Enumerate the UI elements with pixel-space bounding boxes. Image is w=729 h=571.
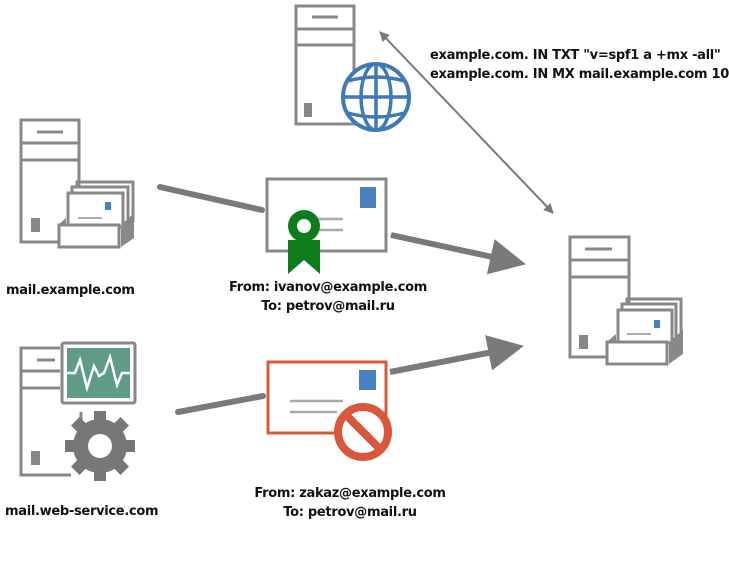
web-service-server [19,341,137,481]
server-tower-icon [294,4,356,126]
drive-led-icon [31,218,40,232]
globe-icon [341,62,411,132]
drive-led-icon [579,335,588,349]
server-tower-icon [19,346,83,477]
legit-from: From: ivanov@example.com [228,280,428,295]
recipient-mail-server [568,235,683,366]
legit-message-headers: From: ivanov@example.com To: petrov@mail… [218,278,438,316]
prohibited-icon [334,403,392,461]
spoof-message-headers: From: zakaz@example.com To: petrov@mail.… [240,484,460,522]
certified-ribbon-icon [288,210,320,274]
dns-records: example.com. IN TXT "v=spf1 a +mx -all" … [430,46,729,84]
spoof-delivery-arrow [389,335,524,375]
legit-to: To: petrov@mail.ru [261,299,395,314]
dns-lookup-arrow [379,31,554,214]
monitor-pulse-icon [60,341,137,405]
blocked-envelope-icon [266,360,392,461]
verified-envelope-icon [265,177,388,274]
gear-icon [65,411,135,481]
stamp-icon [359,370,376,390]
dns-mx-record: example.com. IN MX mail.example.com 10 [430,67,729,82]
inbox-tray-icon [605,297,683,366]
spoof-server-label: mail.web-service.com [5,504,159,519]
dns-txt-record: example.com. IN TXT "v=spf1 a +mx -all" [430,48,721,63]
legit-server-label: mail.example.com [6,283,135,298]
stamp-icon [360,187,376,208]
legit-path-segment [157,184,265,213]
inbox-tray-icon [57,180,135,249]
spoof-from: From: zakaz@example.com [254,486,446,501]
dns-server [294,4,411,132]
spoof-path-segment [175,393,266,415]
server-tower-icon [568,235,631,359]
spoof-to: To: petrov@mail.ru [283,505,417,520]
legit-mail-server [19,118,135,249]
legit-delivery-arrow [390,232,526,275]
drive-led-icon [304,103,312,117]
drive-led-icon [31,451,40,465]
